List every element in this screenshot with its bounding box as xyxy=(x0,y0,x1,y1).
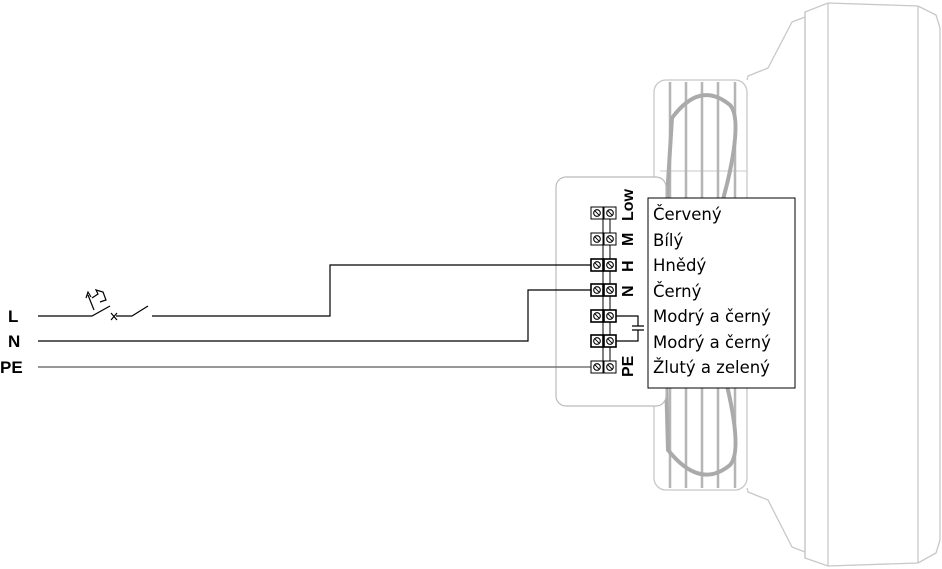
wire-n xyxy=(38,289,591,342)
screw-slot xyxy=(594,262,600,268)
screw-slot xyxy=(594,338,600,344)
screw-slot xyxy=(607,210,613,216)
screw-slot xyxy=(594,287,600,293)
fan-housing xyxy=(746,2,941,567)
terminal xyxy=(590,206,617,220)
capacitor xyxy=(616,315,644,342)
fan-blade xyxy=(662,93,738,477)
terminal-block xyxy=(590,206,617,374)
terminal-label-m: M xyxy=(620,233,637,246)
terminal-label-h: H xyxy=(620,260,637,272)
terminal xyxy=(590,309,617,323)
wiring xyxy=(38,213,644,368)
screw-slot xyxy=(607,287,613,293)
terminal xyxy=(590,334,617,348)
screw-slot xyxy=(594,210,600,216)
line-label-l: L xyxy=(8,307,18,326)
terminal xyxy=(590,360,617,374)
legend-item: Bílý xyxy=(653,231,683,250)
screw-slot xyxy=(594,313,600,319)
thermal-trip-icon xyxy=(85,289,107,311)
screw-slot xyxy=(594,236,600,242)
legend-item: Modrý a černý xyxy=(653,333,771,352)
line-label-pe: PE xyxy=(0,358,23,377)
wire-l xyxy=(38,264,591,317)
terminal xyxy=(590,232,617,246)
line-label-n: N xyxy=(8,332,20,351)
terminal-label-low: Low xyxy=(620,188,637,221)
wire-color-legend xyxy=(647,197,796,389)
terminal-label-pe: PE xyxy=(620,355,637,377)
terminal-label-n: N xyxy=(620,285,637,297)
terminal xyxy=(590,283,617,297)
screw-slot xyxy=(607,262,613,268)
legend-item: Červený xyxy=(653,205,722,224)
screw-slot xyxy=(594,364,600,370)
switch-x-mark xyxy=(110,312,118,321)
legend-item: Černý xyxy=(653,282,702,301)
terminal xyxy=(590,258,617,272)
legend-item: Modrý a černý xyxy=(653,307,771,326)
screw-slot xyxy=(607,338,613,344)
legend-item: Žlutý a zelený xyxy=(653,358,770,377)
screw-slot xyxy=(607,236,613,242)
screw-slot xyxy=(607,313,613,319)
screw-slot xyxy=(607,364,613,370)
legend-item: Hnědý xyxy=(653,256,706,275)
